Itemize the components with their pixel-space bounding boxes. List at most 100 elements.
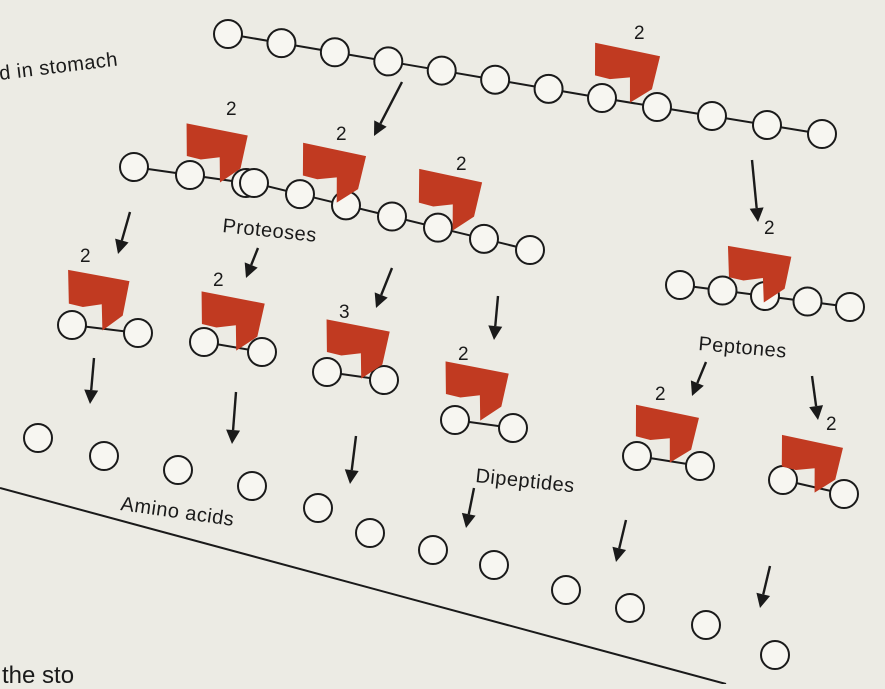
page-divider-line (0, 487, 727, 685)
label-peptones: Peptones (698, 333, 788, 363)
arrow-shaft (696, 361, 708, 384)
amino-acid-bead (285, 179, 315, 210)
amino-acid-bead (89, 441, 119, 471)
amino-acid-bead (312, 357, 342, 387)
arrow-shaft (90, 357, 96, 391)
enzyme-number: 2 (634, 23, 645, 44)
amino-acid-bead (752, 110, 782, 140)
amino-acid-bead (515, 235, 545, 265)
amino-acid-bead (266, 28, 297, 59)
label-proteoses: Proteoses (221, 215, 317, 247)
footer-text: the sto (2, 662, 74, 684)
arrow-head (244, 262, 258, 278)
amino-acid-bead (615, 593, 645, 623)
amino-acid-bead (319, 37, 350, 68)
amino-acid-bead (835, 292, 865, 322)
amino-acid-bead (163, 455, 193, 485)
label-stomach: d in stomach (0, 49, 119, 85)
enzyme-shape (594, 42, 661, 103)
amino-acid-bead (768, 465, 798, 495)
enzyme-number: 2 (655, 384, 666, 405)
amino-acid-bead (57, 310, 87, 340)
arrow-head (612, 546, 627, 562)
arrow-head (809, 405, 824, 420)
enzyme-shape (326, 319, 390, 379)
enzyme-shape (418, 168, 483, 231)
enzyme-shape (445, 361, 509, 421)
arrow-shaft (494, 295, 500, 327)
arrow-head (115, 238, 129, 254)
amino-acid-bead (479, 550, 509, 580)
amino-acid-bead (807, 119, 837, 149)
amino-acid-bead (440, 405, 470, 435)
amino-acid-bead (175, 160, 205, 190)
label-dipeptides: Dipeptides (474, 465, 575, 497)
enzyme-shape (201, 291, 265, 351)
arrow-shaft (380, 267, 394, 296)
enzyme-number: 3 (339, 302, 350, 323)
enzyme-number: 2 (226, 99, 237, 120)
enzyme-shape (727, 245, 792, 303)
amino-acid-bead (760, 640, 790, 670)
arrow-head (374, 292, 388, 308)
enzyme-number: 2 (456, 154, 467, 175)
amino-acid-bead (418, 535, 448, 565)
arrow-shaft (810, 375, 818, 407)
arrow-shaft (250, 247, 260, 266)
arrow-shaft (379, 81, 404, 125)
amino-acid-bead (123, 318, 153, 348)
amino-acid-bead (426, 55, 457, 86)
arrow-shaft (120, 211, 132, 241)
enzyme-shape (186, 123, 248, 183)
amino-acid-bead (533, 73, 564, 104)
enzyme-shape (302, 142, 367, 203)
arrow-shaft (750, 159, 758, 209)
arrow-shaft (231, 391, 238, 431)
enzyme-number: 2 (80, 246, 91, 267)
amino-acid-bead (423, 212, 453, 243)
enzyme-number: 2 (826, 414, 837, 435)
amino-acid-bead (469, 223, 499, 254)
amino-acid-bead (691, 610, 721, 640)
amino-acid-bead (622, 441, 652, 471)
arrow-head (749, 207, 764, 222)
amino-acid-bead (480, 64, 511, 95)
arrow-shaft (762, 565, 772, 595)
amino-acid-bead (239, 168, 269, 198)
enzyme-shape (781, 434, 843, 493)
amino-acid-bead (213, 19, 243, 49)
amino-acid-bead (707, 275, 738, 306)
amino-acid-bead (373, 46, 404, 77)
amino-acid-beads (23, 19, 865, 670)
arrow-head (690, 380, 704, 396)
arrow-shaft (467, 487, 476, 515)
arrow-head (756, 592, 771, 608)
amino-acid-bead (355, 518, 385, 548)
amino-acid-bead (551, 575, 581, 605)
amino-acid-bead (247, 337, 277, 367)
amino-acid-bead (642, 92, 672, 122)
enzyme-shape (68, 269, 130, 331)
arrow-head (461, 512, 476, 528)
arrow-head (226, 429, 241, 444)
amino-acid-bead (498, 413, 528, 443)
amino-acid-bead (792, 286, 823, 317)
amino-acid-bead (119, 152, 149, 182)
amino-acid-bead (829, 479, 859, 509)
enzyme-shape (635, 404, 699, 463)
amino-acid-bead (303, 493, 333, 523)
amino-acid-bead (377, 201, 407, 232)
enzymes (68, 42, 843, 493)
enzyme-number: 2 (458, 344, 469, 365)
enzyme-number: 2 (764, 218, 775, 239)
arrows (84, 81, 824, 608)
amino-acid-bead (665, 270, 695, 300)
enzyme-number: 2 (213, 270, 224, 291)
arrow-head (344, 469, 359, 484)
amino-acid-bead (697, 101, 727, 131)
amino-acid-bead (587, 83, 617, 113)
arrow-shaft (350, 435, 358, 471)
enzyme-number: 2 (336, 124, 347, 145)
amino-acid-bead (189, 327, 219, 357)
